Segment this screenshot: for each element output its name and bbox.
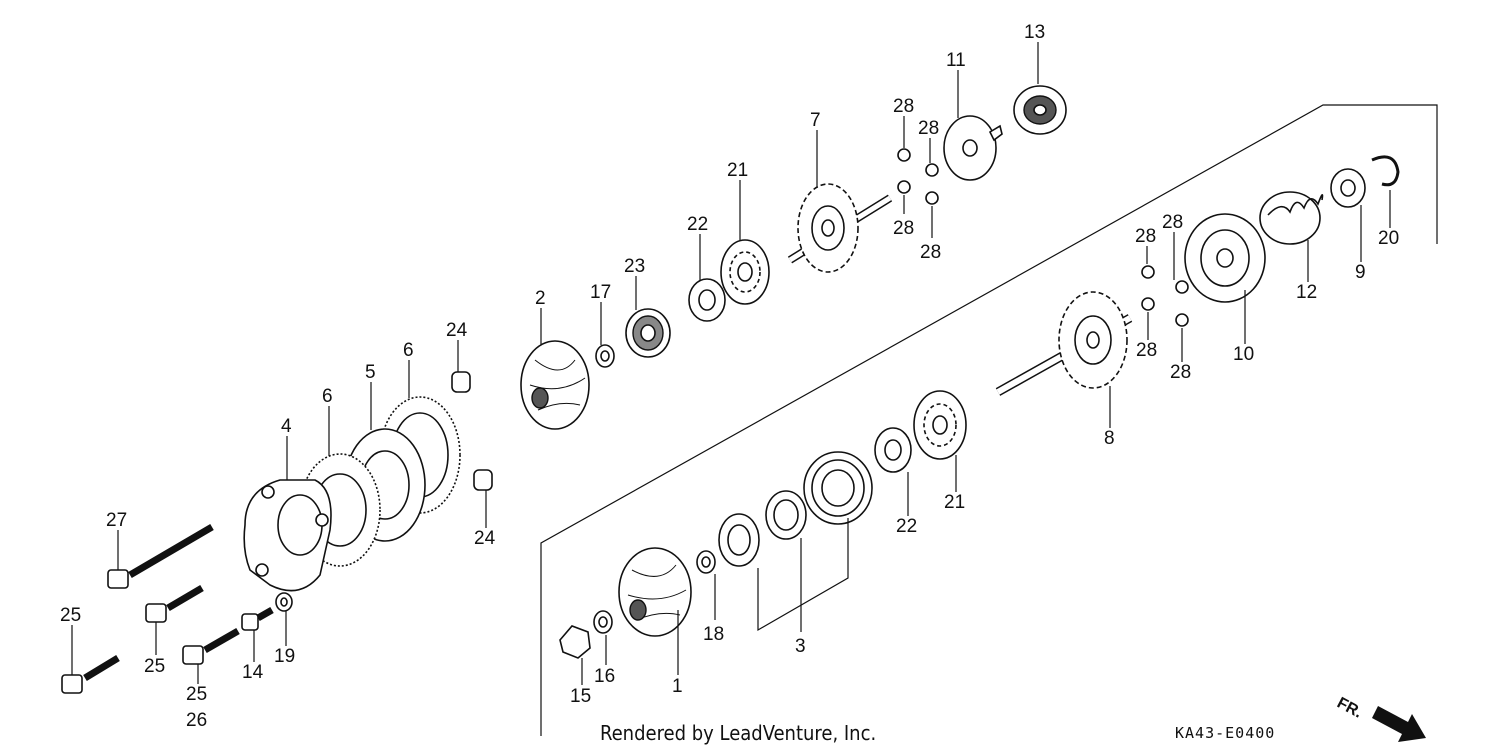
callout-28: 28: [1136, 340, 1157, 361]
callout-22: 22: [687, 214, 708, 235]
part-8-gear-shaft[interactable]: [995, 291, 1133, 396]
callout-16: 16: [594, 666, 615, 687]
callout-23: 23: [624, 256, 645, 277]
callout-27: 27: [106, 510, 127, 531]
part-20-circlip[interactable]: [1371, 155, 1400, 187]
callout-8: 8: [1104, 428, 1115, 449]
leader-lines: [71, 42, 1391, 685]
callout-6: 6: [322, 386, 333, 407]
part-21-bearing-lower[interactable]: [913, 390, 967, 460]
callout-26: 26: [186, 710, 207, 731]
callout-2: 2: [535, 288, 546, 309]
callout-5: 5: [365, 362, 376, 383]
part-14-bolt[interactable]: [241, 606, 274, 631]
callout-18: 18: [703, 624, 724, 645]
part-23-seal[interactable]: [625, 308, 671, 358]
credit-text: Rendered by LeadVenture, Inc.: [600, 721, 876, 745]
part-17-washer[interactable]: [595, 344, 615, 368]
callout-20: 20: [1378, 228, 1399, 249]
callout-13: 13: [1024, 22, 1045, 43]
callout-6: 6: [403, 340, 414, 361]
front-arrow-icon: [1372, 706, 1426, 742]
callout-3: 3: [795, 636, 806, 657]
part-4-pump-cover[interactable]: [243, 479, 332, 592]
callout-15: 15: [570, 686, 591, 707]
part-7-gear-shaft[interactable]: [787, 183, 893, 273]
part-1-impeller[interactable]: [618, 547, 692, 637]
callout-12: 12: [1296, 282, 1317, 303]
callout-28: 28: [918, 118, 939, 139]
part-22-seal-upper[interactable]: [688, 278, 726, 322]
part-2-impeller[interactable]: [520, 340, 590, 430]
diagram-code: KA43-E0400: [1175, 724, 1275, 742]
part-28-balls-lower[interactable]: [1141, 265, 1189, 327]
callout-14: 14: [242, 662, 264, 683]
part-24-dowel-pins[interactable]: [451, 371, 493, 491]
callout-17: 17: [590, 282, 611, 303]
part-25-bolts[interactable]: [61, 584, 240, 694]
callout-10: 10: [1233, 344, 1254, 365]
callout-28: 28: [893, 218, 914, 239]
part-3-seal-set[interactable]: [718, 451, 873, 567]
part-9-collar[interactable]: [1330, 168, 1366, 208]
front-direction-indicator: FR.: [1334, 695, 1426, 742]
callout-11: 11: [946, 50, 966, 71]
callout-25: 25: [144, 656, 165, 677]
callout-4: 4: [281, 416, 292, 437]
part-19-washer[interactable]: [275, 592, 293, 612]
callout-28: 28: [893, 96, 914, 117]
callout-25: 25: [186, 684, 207, 705]
part-15-cap-nut[interactable]: [559, 625, 591, 659]
part-27-long-bolt[interactable]: [107, 523, 214, 589]
part-10-holder[interactable]: [1184, 213, 1266, 303]
callout-19: 19: [274, 646, 295, 667]
callout-1: 1: [672, 676, 683, 697]
callout-21: 21: [944, 492, 965, 513]
callout-21: 21: [727, 160, 748, 181]
callout-25: 25: [60, 605, 81, 626]
part-16-washer[interactable]: [593, 610, 613, 634]
front-label: FR.: [1334, 695, 1365, 722]
part-28-balls-upper[interactable]: [897, 148, 939, 205]
part-21-bearing-upper[interactable]: [720, 239, 770, 305]
part-12-spring[interactable]: [1259, 191, 1324, 245]
part-11-plate[interactable]: [943, 115, 1003, 181]
callout-22: 22: [896, 516, 917, 537]
subassembly-bracket: [540, 104, 1438, 736]
part-13-bearing-holder[interactable]: [1013, 85, 1067, 135]
part-22-seal-lower[interactable]: [874, 427, 912, 473]
callout-28: 28: [1170, 362, 1191, 383]
callout-7: 7: [810, 110, 821, 131]
callout-28: 28: [920, 242, 941, 263]
callout-9: 9: [1355, 262, 1366, 283]
part-18-washer[interactable]: [696, 550, 716, 574]
callout-28: 28: [1162, 212, 1183, 233]
callout-24: 24: [474, 528, 496, 549]
callout-28: 28: [1135, 226, 1156, 247]
callout-24: 24: [446, 320, 468, 341]
